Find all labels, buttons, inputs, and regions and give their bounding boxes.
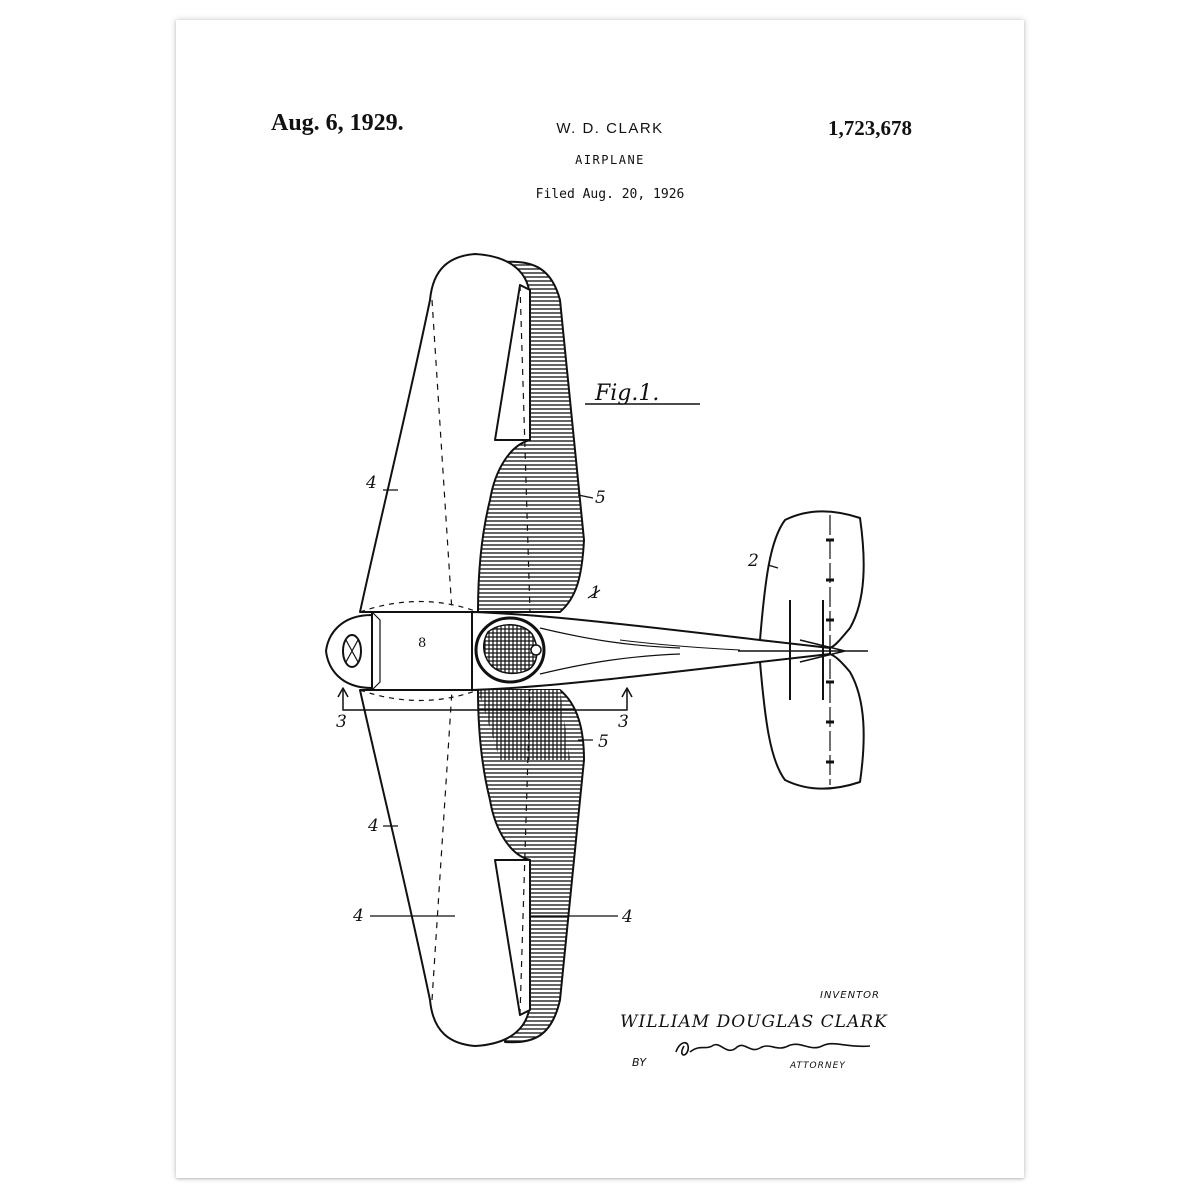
- patent-poster: Aug. 6, 1929. W. D. CLARK 1,723,678 AIRP…: [176, 20, 1024, 1178]
- patent-title: AIRPLANE: [575, 153, 645, 167]
- ref-3-left: 3: [336, 712, 347, 732]
- attorney-signature: [675, 1041, 871, 1056]
- ref-5-lower: 5: [598, 732, 609, 752]
- figure-label: Fig.1.: [594, 381, 659, 406]
- filed-date: Filed Aug. 20, 1926: [535, 187, 685, 202]
- ref-3-right: 3: [618, 712, 629, 732]
- inventor-full-name: WILLIAM DOUGLAS CLARK: [620, 1012, 888, 1032]
- rudder: [738, 639, 868, 663]
- inventor-label: INVENTOR: [820, 990, 880, 1001]
- airplane-drawing: 4 5 2 1 8 3 3 5 4 4 4 Fig.1. INVENTOR WI…: [325, 253, 888, 1071]
- ref-1: 1: [590, 583, 601, 603]
- leader-lines: [370, 489, 779, 917]
- upper-stabilizer: [759, 510, 865, 649]
- spar-dashes: [431, 284, 531, 1016]
- ref-5-upper: 5: [595, 488, 606, 508]
- ref-4-upper: 4: [365, 473, 377, 493]
- ref-2: 2: [747, 551, 759, 571]
- ref-4-mid: 4: [367, 816, 379, 836]
- upper-wing: [359, 253, 531, 613]
- patent-date: Aug. 6, 1929.: [271, 110, 404, 136]
- pilot-figure: [483, 624, 538, 675]
- engine-section: [371, 611, 473, 691]
- lower-stabilizer: [759, 653, 865, 790]
- ref-4-lower-left: 4: [352, 906, 364, 926]
- inventor-short-name: W. D. CLARK: [556, 120, 664, 137]
- attorney-label: ATTORNEY: [789, 1061, 846, 1071]
- patent-number: 1,723,678: [828, 116, 912, 140]
- section-line: [342, 690, 628, 711]
- ref-8: 8: [418, 636, 426, 651]
- by-label: BY: [632, 1056, 647, 1069]
- lower-wing: [359, 689, 531, 1047]
- wing-root-shading: [478, 690, 570, 760]
- engine-dash-outline: [359, 600, 479, 702]
- ref-4-lower-right: 4: [621, 907, 633, 927]
